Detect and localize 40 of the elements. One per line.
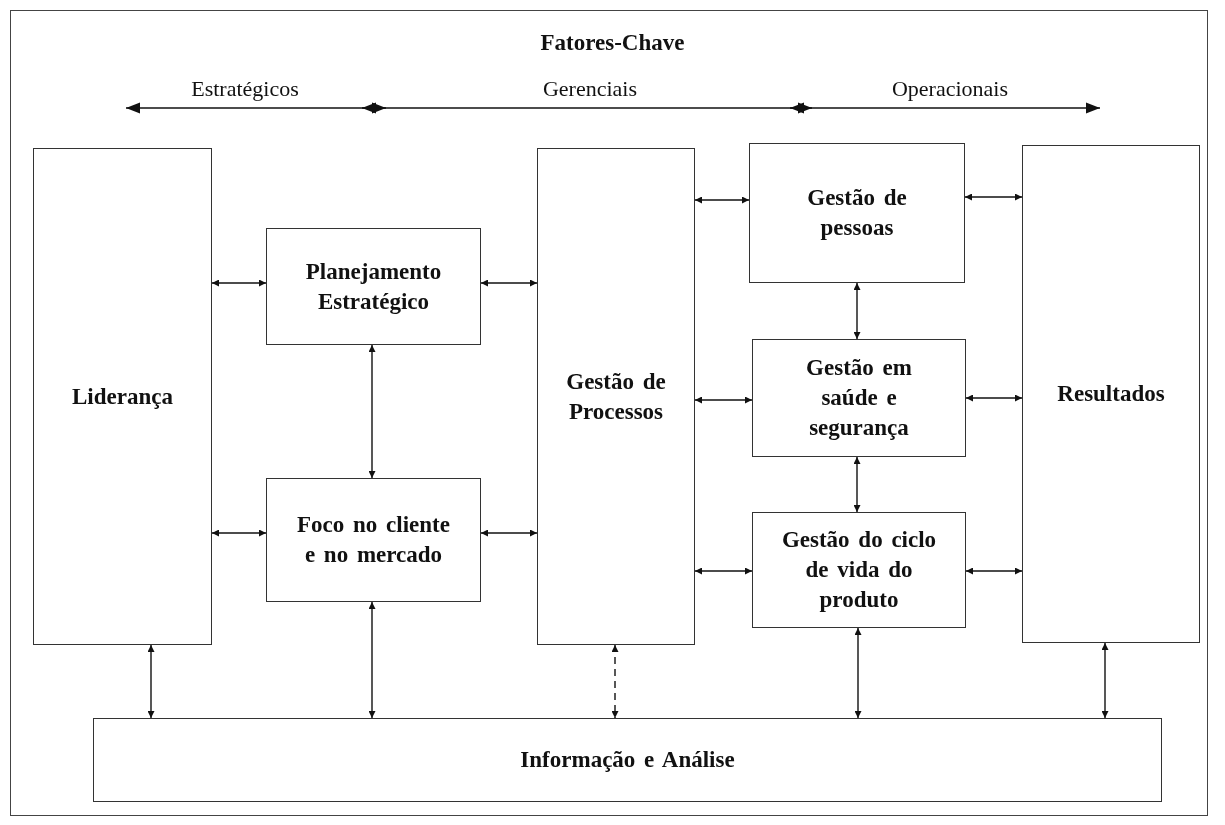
process-box xyxy=(749,143,965,283)
double-arrow xyxy=(211,279,267,287)
double-arrow xyxy=(368,601,376,719)
process-box xyxy=(752,512,966,628)
double-arrow xyxy=(853,456,861,513)
box-label: Planejamento Estratégico xyxy=(304,257,443,316)
double-arrow xyxy=(694,567,753,575)
double-arrow xyxy=(611,644,619,719)
category-label: Gerenciais xyxy=(542,76,638,102)
box-label: Resultados xyxy=(1057,380,1165,409)
process-box xyxy=(537,148,695,645)
box-label: Liderança xyxy=(72,382,173,411)
double-arrow xyxy=(965,394,1023,402)
double-arrow xyxy=(965,567,1023,575)
double-arrow xyxy=(1101,642,1109,719)
process-box xyxy=(752,339,966,457)
box-label: Gestão de pessoas xyxy=(806,184,908,242)
box-label: Informação e Análise xyxy=(520,746,735,775)
double-arrow xyxy=(694,196,750,204)
double-arrow xyxy=(964,193,1023,201)
double-arrow xyxy=(853,282,861,340)
double-arrow xyxy=(480,279,538,287)
category-label: Estratégicos xyxy=(191,76,299,102)
category-label: Operacionais xyxy=(891,76,1009,102)
box-label: Foco no cliente e no mercado xyxy=(296,511,451,569)
box-label: Gestão de Processos xyxy=(565,367,667,426)
double-arrow xyxy=(147,644,155,719)
process-box xyxy=(266,228,481,345)
process-box xyxy=(1022,145,1200,643)
process-box xyxy=(33,148,212,645)
double-arrow xyxy=(694,396,753,404)
process-box xyxy=(93,718,1162,802)
double-arrow xyxy=(368,344,376,479)
box-label: Gestão do ciclo de vida do produto xyxy=(780,526,938,614)
box-label: Gestão em saúde e segurança xyxy=(805,354,913,442)
double-arrow xyxy=(211,529,267,537)
diagram-title: Fatores-Chave xyxy=(539,30,686,56)
double-arrow xyxy=(854,627,862,719)
double-arrow xyxy=(480,529,538,537)
process-box xyxy=(266,478,481,602)
